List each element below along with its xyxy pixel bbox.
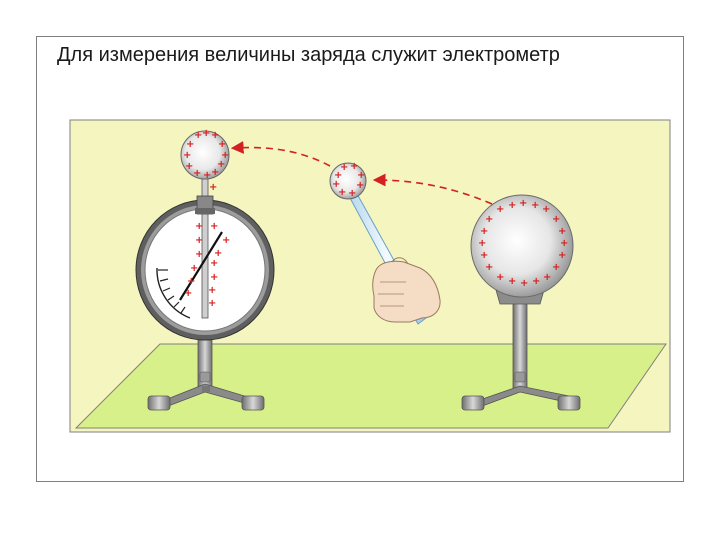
svg-text:+: +: [209, 182, 217, 193]
svg-text:+: +: [222, 235, 230, 246]
svg-text:+: +: [210, 272, 218, 283]
svg-text:+: +: [187, 276, 195, 287]
svg-text:+: +: [208, 298, 216, 309]
svg-text:+: +: [195, 235, 203, 246]
svg-text:+: +: [211, 167, 219, 178]
svg-text:+: +: [496, 272, 504, 283]
svg-text:+: +: [208, 285, 216, 296]
svg-text:+: +: [560, 238, 568, 249]
svg-text:+: +: [558, 226, 566, 237]
svg-text:+: +: [543, 272, 551, 283]
svg-text:+: +: [184, 288, 192, 299]
svg-text:+: +: [218, 139, 226, 150]
svg-text:+: +: [508, 200, 516, 211]
svg-text:+: +: [210, 258, 218, 269]
svg-text:+: +: [485, 262, 493, 273]
svg-text:+: +: [356, 180, 364, 191]
svg-text:+: +: [190, 263, 198, 274]
svg-text:+: +: [338, 187, 346, 198]
svg-text:+: +: [210, 221, 218, 232]
svg-text:+: +: [542, 204, 550, 215]
svg-text:+: +: [193, 168, 201, 179]
svg-text:+: +: [480, 226, 488, 237]
svg-text:+: +: [183, 150, 191, 161]
svg-text:+: +: [552, 214, 560, 225]
svg-text:+: +: [520, 278, 528, 289]
svg-text:+: +: [552, 262, 560, 273]
svg-text:+: +: [519, 198, 527, 209]
svg-text:+: +: [531, 200, 539, 211]
svg-text:+: +: [480, 250, 488, 261]
svg-text:+: +: [508, 276, 516, 287]
svg-text:+: +: [195, 249, 203, 260]
svg-text:+: +: [186, 139, 194, 150]
svg-text:+: +: [496, 204, 504, 215]
svg-text:+: +: [478, 238, 486, 249]
svg-text:+: +: [485, 214, 493, 225]
svg-text:+: +: [558, 250, 566, 261]
svg-text:+: +: [532, 276, 540, 287]
svg-text:+: +: [348, 188, 356, 199]
table-surface: [76, 344, 666, 428]
svg-text:+: +: [202, 128, 210, 139]
svg-text:+: +: [195, 221, 203, 232]
